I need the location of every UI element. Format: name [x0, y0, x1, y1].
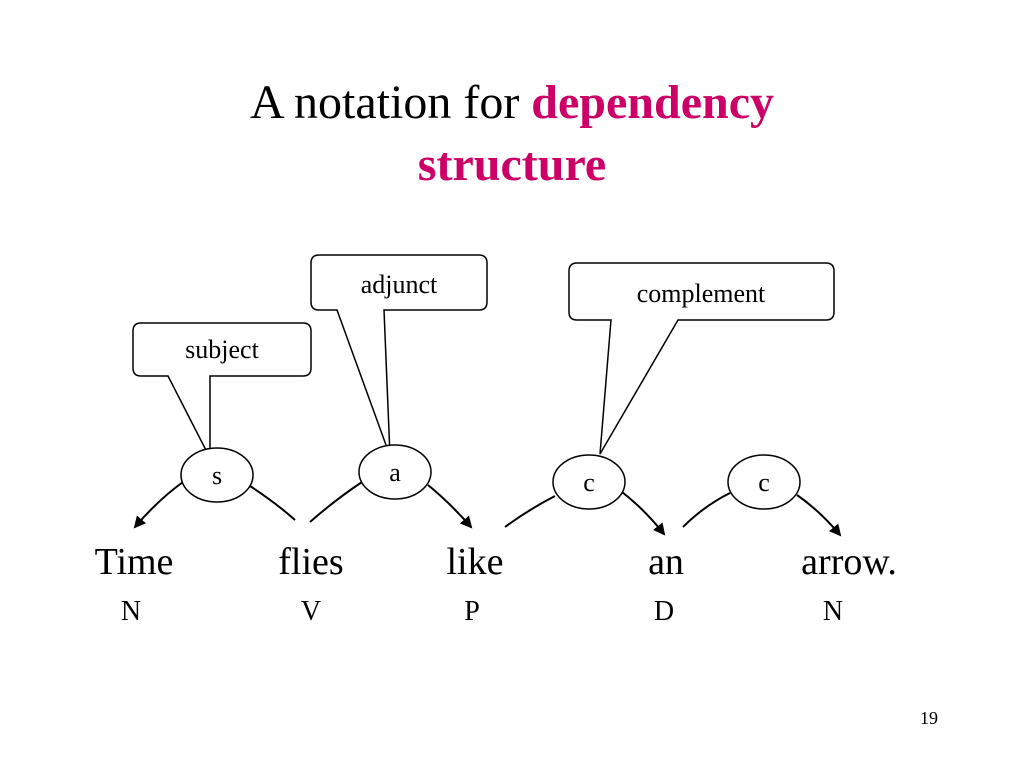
arc-adjunct-right: [427, 484, 473, 529]
word-like: like: [447, 541, 504, 583]
title-emphasis-line1: dependency: [531, 76, 774, 129]
dependency-arc-subject: s: [133, 447, 296, 529]
arc-subject-left: [133, 481, 184, 529]
callout-complement-bubble: [568, 262, 835, 455]
page-number: 19: [920, 708, 938, 728]
arc-complement1-right: [621, 491, 666, 536]
word-arrow: arrow.: [801, 541, 897, 583]
arc-complement2-left: [682, 492, 731, 528]
dependency-arc-adjunct: a: [309, 444, 473, 529]
pos-arrow: N: [823, 596, 843, 627]
node-c1: [552, 454, 626, 510]
arc-adjunct-left: [309, 481, 363, 523]
title-plain-text: A notation for: [250, 76, 532, 129]
pos-flies: V: [301, 596, 321, 627]
callout-subject-bubble: [132, 322, 312, 459]
word-an: an: [648, 541, 684, 583]
word-flies: flies: [278, 541, 343, 583]
node-c2: [727, 454, 801, 510]
node-a-label: a: [389, 458, 401, 487]
callout-complement-label: complement: [637, 279, 766, 308]
callout-subject: subject: [132, 322, 312, 459]
node-s-label: s: [212, 461, 222, 490]
arc-complement1-left: [504, 495, 556, 528]
callout-complement: complement: [568, 262, 835, 455]
arc-complement2-right: [796, 494, 842, 537]
pos-time: N: [121, 596, 141, 627]
sentence: Time flies like an arrow.: [95, 541, 897, 583]
slide-title: A notation for dependency structure: [0, 72, 1024, 196]
callout-adjunct-label: adjunct: [361, 270, 438, 299]
arc-subject-right: [249, 485, 296, 521]
word-time: Time: [95, 541, 174, 583]
callout-adjunct: adjunct: [310, 254, 488, 457]
node-c2-label: c: [758, 468, 770, 497]
pos-an: D: [654, 596, 674, 627]
title-emphasis-line2: structure: [417, 138, 607, 191]
callout-adjunct-bubble: [310, 254, 488, 457]
dependency-arc-complement-2: c: [682, 454, 842, 537]
pos-like: P: [464, 596, 480, 627]
node-a: [358, 444, 432, 500]
callout-subject-label: subject: [185, 335, 259, 364]
node-c1-label: c: [583, 468, 595, 497]
node-s: [180, 447, 254, 503]
pos-tags: N V P D N: [121, 596, 843, 627]
dependency-arc-complement-1: c: [504, 454, 666, 536]
